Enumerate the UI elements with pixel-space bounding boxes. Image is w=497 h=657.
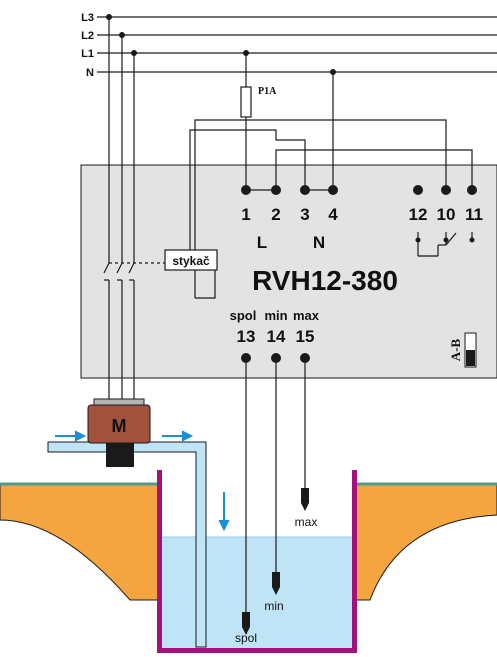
junction-dots (106, 14, 336, 75)
terminal-15: 15 (296, 327, 315, 346)
device-box (80, 164, 497, 379)
line-label-l1: L1 (81, 48, 94, 60)
terminal-label-min: min (264, 308, 287, 323)
line-label-l2: L2 (81, 30, 94, 42)
flow-arrows (55, 430, 230, 532)
contactor-label: stykač (172, 254, 210, 268)
terminal-11: 11 (465, 205, 483, 224)
line-label-n: N (86, 67, 94, 79)
fuse (240, 86, 252, 118)
terminal-14: 14 (267, 327, 286, 346)
terminal-13: 13 (237, 327, 256, 346)
terminal-label-n: N (313, 233, 325, 252)
tank (157, 470, 357, 653)
device-model: RVH12-380 (252, 265, 398, 296)
ab-switch: A-B (448, 332, 477, 368)
terminal-label-max: max (293, 308, 320, 323)
probe-max (301, 488, 309, 511)
contactor-box (164, 249, 218, 271)
probe-min (272, 572, 280, 595)
terminal-4: 4 (328, 205, 338, 224)
terminal-10: 10 (437, 205, 456, 224)
terminal-label-l: L (257, 233, 267, 252)
terminal-label-spol: spol (230, 308, 257, 323)
terminal-3: 3 (300, 205, 309, 224)
terminal-dots (241, 185, 477, 363)
probe-label-min: min (264, 599, 283, 613)
switch-label: A-B (448, 338, 463, 361)
line-label-l3: L3 (81, 12, 94, 24)
pipe (47, 441, 207, 648)
probe-spol (242, 612, 250, 635)
fuse-label: P1A (258, 86, 277, 97)
device-wires (103, 165, 473, 378)
pump-motor: M (87, 398, 151, 467)
probe-label-max: max (295, 515, 318, 529)
probe-wires (245, 358, 306, 612)
probe-label-spol: spol (235, 631, 257, 645)
ground (0, 482, 497, 601)
motor-label: M (112, 416, 127, 436)
water (161, 537, 353, 650)
terminal-1: 1 (241, 205, 250, 224)
terminal-12: 12 (409, 205, 428, 224)
terminal-2: 2 (271, 205, 280, 224)
